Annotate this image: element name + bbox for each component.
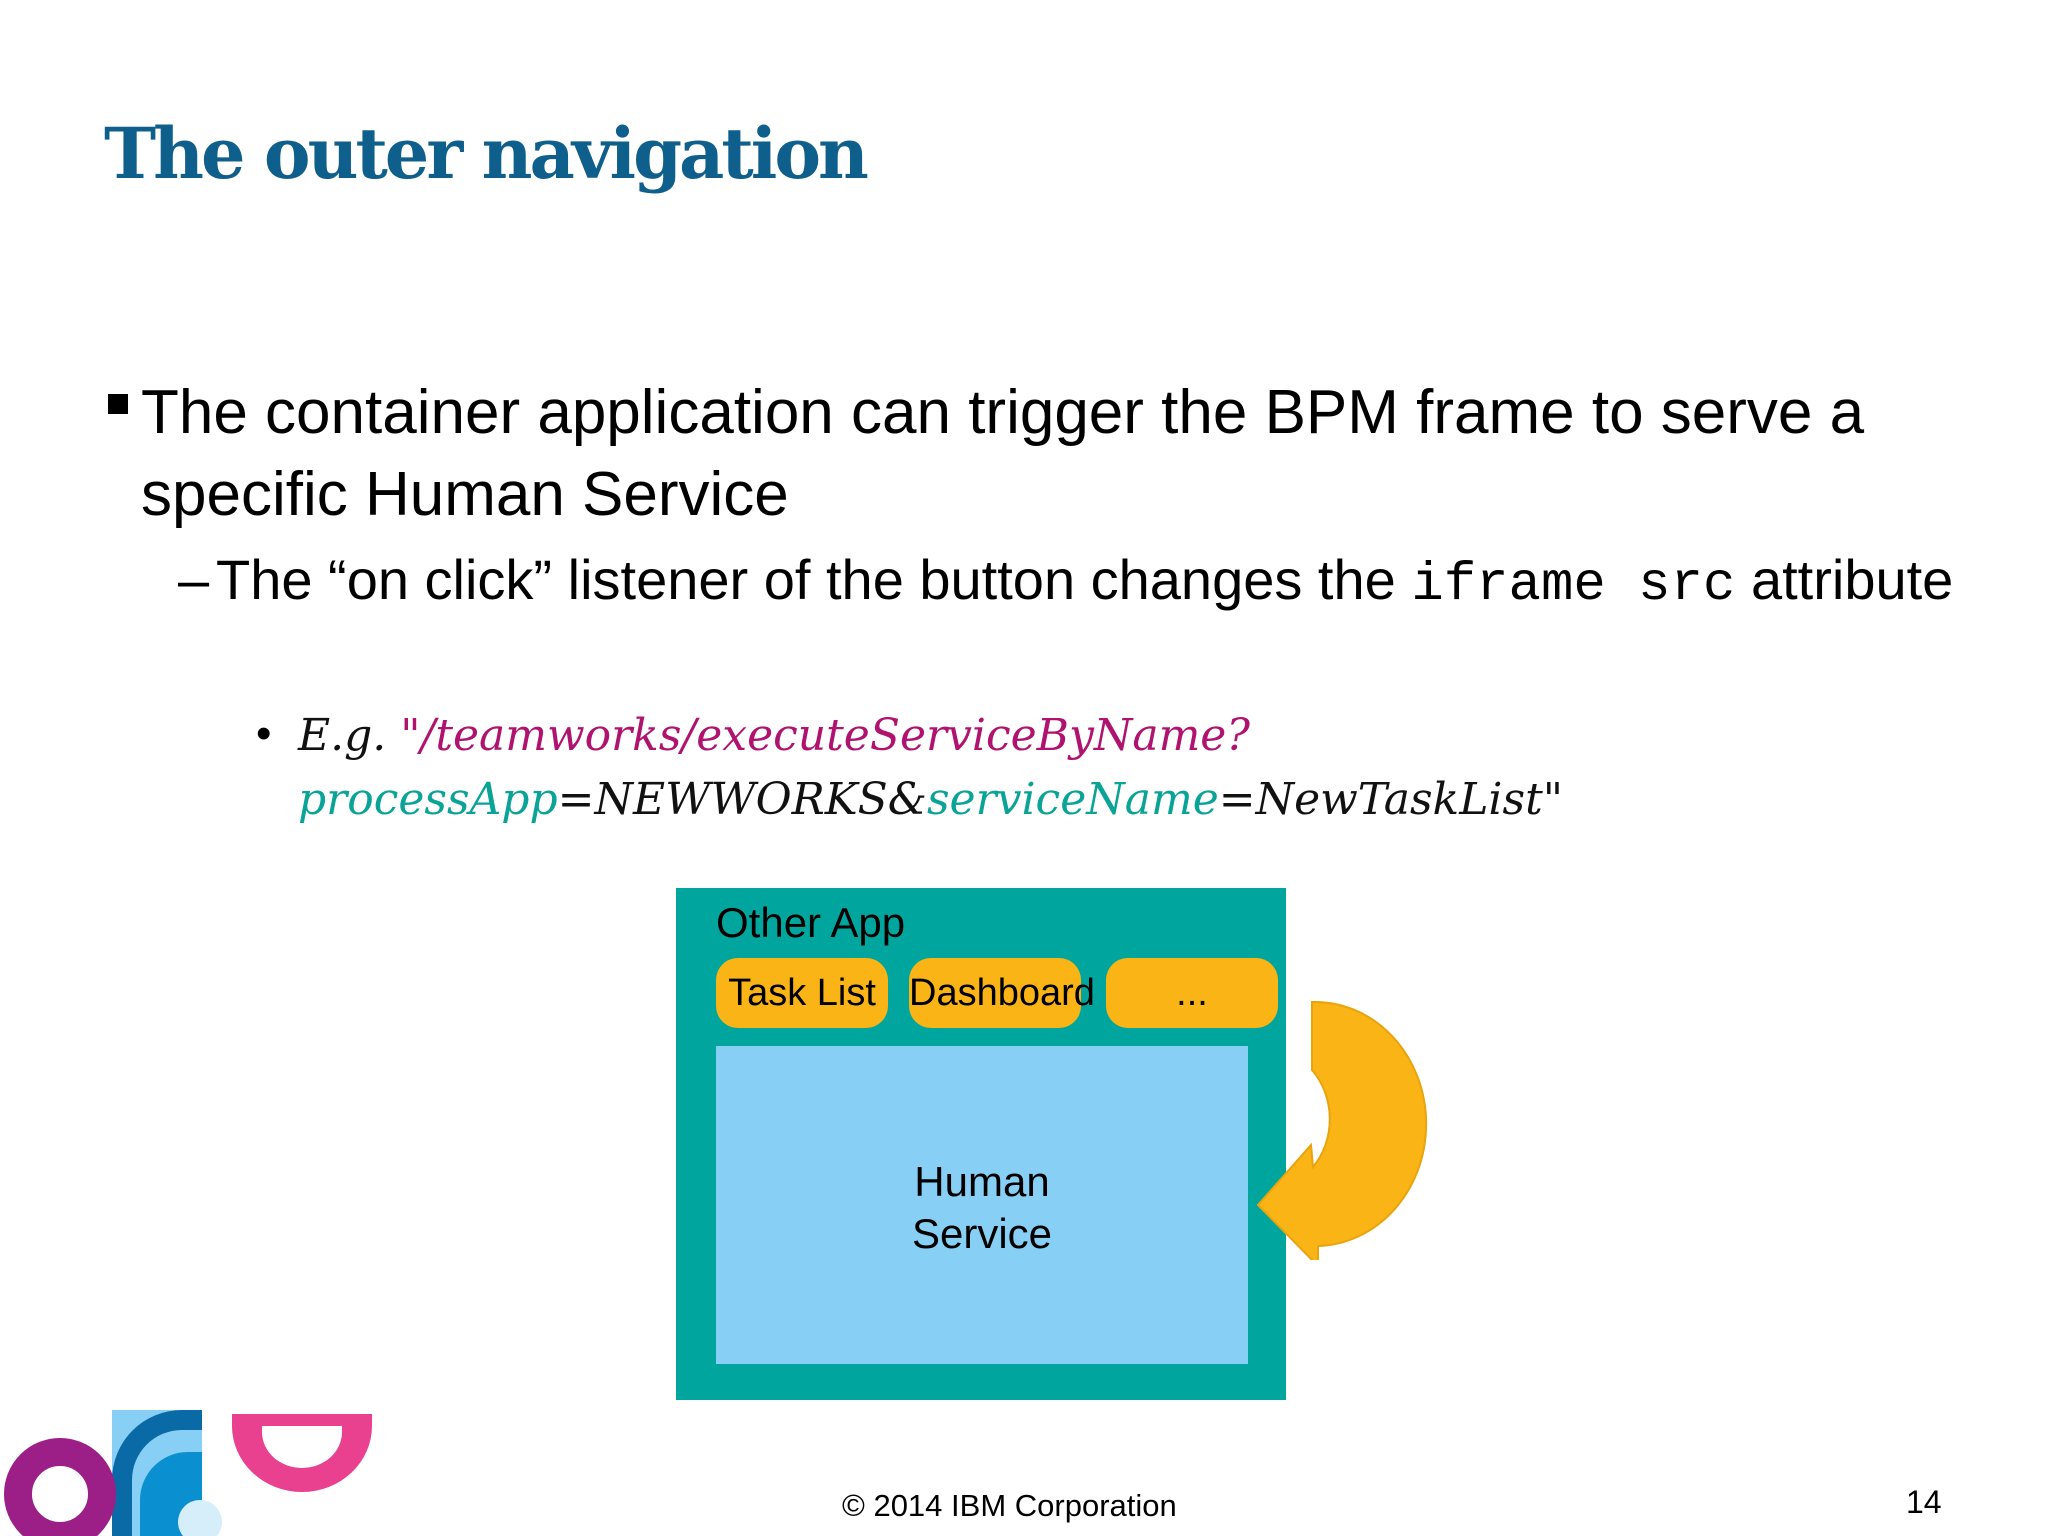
example-prefix: E.g. xyxy=(298,710,401,761)
tab-task-list[interactable]: Task List xyxy=(716,958,888,1028)
example-param-service-name: serviceName xyxy=(926,774,1219,825)
example-value-process-app: =NEWWORKS& xyxy=(557,774,927,825)
example-url-text: E.g. "/teamworks/executeServiceByName? pr… xyxy=(256,704,1756,832)
bullet-level-2: – The “on click” listener of the button … xyxy=(178,542,1978,624)
page-number: 14 xyxy=(1906,1484,1942,1520)
bullet-level-1: The container application can trigger th… xyxy=(108,372,1968,536)
curved-arrow-icon xyxy=(1256,1000,1428,1260)
dot-bullet-marker: • xyxy=(256,709,272,758)
human-service-label-line1: Human xyxy=(914,1158,1050,1205)
example-url-path: "/teamworks/executeServiceByName? xyxy=(400,710,1250,761)
bullet-level-3: • E.g. "/teamworks/executeServiceByName?… xyxy=(256,704,1756,832)
other-app-diagram: Other App Task List Dashboard ... Human … xyxy=(676,888,1286,1400)
example-param-process-app: processApp xyxy=(298,774,558,825)
bullet-level-1-text: The container application can trigger th… xyxy=(141,378,1865,529)
human-service-label: Human Service xyxy=(716,1156,1248,1260)
human-service-label-line2: Service xyxy=(911,1210,1053,1257)
copyright-footer: © 2014 IBM Corporation xyxy=(842,1488,1177,1523)
other-app-label: Other App xyxy=(716,899,906,946)
tab-more[interactable]: ... xyxy=(1106,958,1278,1028)
example-value-service-name: =NewTaskList" xyxy=(1218,774,1563,825)
slide-title: The outer navigation xyxy=(104,112,869,195)
ibm-conference-logo xyxy=(4,1410,380,1536)
tab-dashboard[interactable]: Dashboard xyxy=(909,958,1095,1028)
square-bullet-icon xyxy=(108,394,128,414)
bullet-level-2-text: The “on click” listener of the button ch… xyxy=(178,542,1978,624)
bullet-level-2-text-after: attribute xyxy=(1735,548,1954,611)
human-service-iframe: Human Service xyxy=(716,1046,1248,1364)
iframe-src-code: iframe src xyxy=(1411,555,1736,616)
bullet-level-2-text-before: The “on click” listener of the button ch… xyxy=(216,548,1412,611)
dash-bullet-marker: – xyxy=(178,548,210,611)
